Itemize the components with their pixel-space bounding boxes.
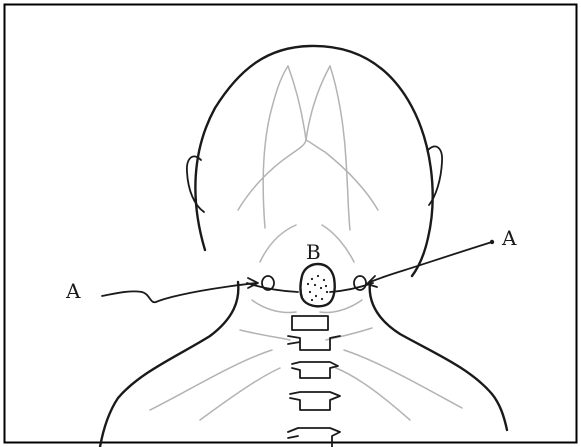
label-center-b: B (306, 240, 321, 264)
left-pointer-line (102, 283, 256, 302)
left-neck-shoulder (100, 282, 238, 447)
right-pointer-dot (490, 240, 494, 244)
right-neck-shoulder (370, 282, 507, 430)
label-right-a: A (501, 226, 517, 250)
right-ear (428, 146, 442, 205)
cervical-spine (288, 316, 340, 447)
center-acupoint-b (301, 264, 335, 306)
label-left-a: A (65, 279, 81, 303)
right-acupoint-circle (354, 276, 366, 290)
border (5, 5, 577, 443)
right-pointer-line (370, 242, 492, 282)
